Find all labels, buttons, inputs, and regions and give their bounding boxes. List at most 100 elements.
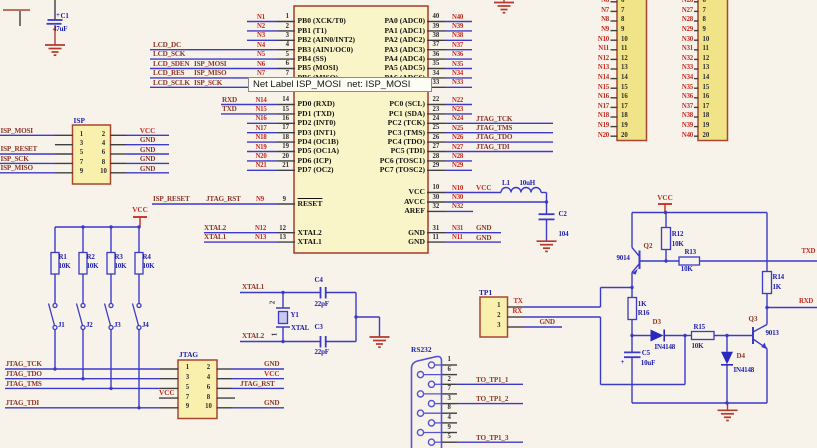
net-label-header-a-N7[interactable]: N7 [601,6,609,14]
net-label-header-a-N19[interactable]: N19 [597,122,609,129]
net-label-right-N34[interactable]: N34 [452,69,464,77]
net-label-jtag-JTAG_TMS[interactable]: JTAG_TMS [5,379,42,388]
crystal-y1[interactable] [276,307,290,328]
net-label-right-N23[interactable]: N23 [452,105,464,113]
value-C3[interactable]: 22pF [314,348,330,357]
net-label-isp-ISP_MOSI[interactable]: ISP_MOSI [0,126,34,135]
net-label-JTAG_TMS[interactable]: JTAG_TMS [476,124,513,132]
value-R15[interactable]: 10K [691,342,704,351]
net-label-ISP_RESET[interactable]: ISP_RESET [153,195,190,204]
net-label-TO_TP1_1[interactable]: TO_TP1_1 [476,375,509,384]
net-label-RXD[interactable]: RXD [222,95,237,104]
net-label-header-b-N31[interactable]: N31 [681,45,693,53]
transistor-q3[interactable] [752,323,768,350]
designator-R3[interactable]: R3 [114,252,123,261]
designator-R2[interactable]: R2 [86,252,95,261]
net-label-N16[interactable]: N16 [255,115,267,123]
net-label-right-N29[interactable]: N29 [452,162,464,170]
vcc-label-shifter[interactable]: VCC [657,194,673,202]
net-label-header-a-N14[interactable]: N14 [597,74,609,81]
value-D3[interactable]: IN4148 [654,343,676,352]
net-label-N13[interactable]: N13 [254,234,267,242]
net-label-N4[interactable]: N4 [257,41,265,49]
net-label-N12[interactable]: N12 [254,224,267,232]
ground-symbols[interactable] [45,0,738,422]
designator-D4[interactable]: D4 [736,352,746,361]
net-label-header-a-N12[interactable]: N12 [597,54,609,62]
net-label-jtag-JTAG_TDO[interactable]: JTAG_TDO [5,369,42,378]
net-label-right-N39[interactable]: N39 [452,22,464,30]
value-C1[interactable]: 47uF [53,25,68,34]
net-label-header-a-N13[interactable]: N13 [597,64,609,72]
vcc-label-bank[interactable]: VCC [132,206,148,215]
net-label-XTAL2-x[interactable]: XTAL2 [242,332,265,341]
isp-title[interactable]: ISP [73,116,86,125]
net-label-header-a-N16[interactable]: N16 [597,93,609,101]
net-label-header-a-N9[interactable]: N9 [601,26,609,33]
designator-R12[interactable]: R12 [671,230,684,239]
value-C4[interactable]: 22pF [314,299,330,308]
net-label-header-b-N37[interactable]: N37 [681,102,693,110]
net-label-GND-tp1[interactable]: GND [539,317,556,326]
net-label-N3[interactable]: N3 [257,32,265,40]
net-label-LCD_RES[interactable]: LCD_RES [153,69,185,78]
net-label-jtag-JTAG_TDI[interactable]: JTAG_TDI [5,399,40,407]
net-label-header-b-N27[interactable]: N27 [681,6,693,14]
transistor-q2[interactable] [631,247,641,275]
net-label-jtag-right-VCC-1[interactable]: VCC [264,369,280,378]
net-label-header-b-N39[interactable]: N39 [681,122,693,129]
net-label-isp-right-VCC-0[interactable]: VCC [139,127,156,135]
net-label-JTAG_TDI[interactable]: JTAG_TDI [476,142,510,151]
designator-C5[interactable]: C5 [641,349,650,358]
net-label-isp-right-GND-4[interactable]: GND [139,164,156,173]
net-label-N21[interactable]: N21 [255,162,267,170]
net-label-header-b-N28[interactable]: N28 [681,16,693,24]
net-label-header-a-N18[interactable]: N18 [597,112,609,120]
net-label-right-N38[interactable]: N38 [452,32,464,40]
value-R16[interactable]: 1K [637,299,647,308]
net-label-right-N32[interactable]: N32 [452,203,464,211]
resistors[interactable] [50,226,773,341]
net-label-TX[interactable]: TX [513,298,523,306]
component-bodies[interactable] [3,0,729,420]
net-label-header-b-N33[interactable]: N33 [681,64,693,72]
value-R13[interactable]: 10K [680,264,693,273]
net-label-right-N24[interactable]: N24 [452,115,464,123]
designator-C1[interactable]: C1 [60,12,69,21]
net-label-right-N40[interactable]: N40 [452,13,464,21]
value-C2[interactable]: 104 [558,230,569,239]
net-label-header-b-N40[interactable]: N40 [681,131,693,139]
designator-R16[interactable]: R16 [637,309,650,318]
value-C5[interactable]: 10uF [640,358,656,367]
net-label-N15[interactable]: N15 [255,105,267,113]
designator-R14[interactable]: R14 [772,273,785,282]
value-Q2[interactable]: 9014 [616,254,630,263]
net-label-header-b-N29[interactable]: N29 [681,26,693,33]
designator-J1[interactable]: J1 [58,320,65,329]
designator-C3[interactable]: C3 [314,323,323,332]
net-label-JTAG_TDO[interactable]: JTAG_TDO [476,133,513,142]
value-Y1[interactable]: XTAL [291,323,310,332]
net-label-XTAL2[interactable]: XTAL2 [204,224,227,232]
designator-J3[interactable]: J3 [114,320,121,329]
value-R4[interactable]: 10K [142,261,155,270]
net-label-JTAG_TCK[interactable]: JTAG_TCK [476,114,513,123]
net-label-header-a-N6[interactable]: N6 [601,0,609,5]
net-label-right-N22[interactable]: N22 [452,96,464,104]
net-label-header-b-N35[interactable]: N35 [681,83,693,91]
designator-J2[interactable]: J2 [86,320,93,329]
designator-C2[interactable]: C2 [558,210,567,219]
net-label-N6[interactable]: N6 [257,60,265,68]
net-label-N20[interactable]: N20 [255,152,267,160]
designator-R4[interactable]: R4 [142,252,151,261]
net-label-right-N37[interactable]: N37 [452,41,464,49]
net-label-GND-11[interactable]: GND [476,233,492,242]
net-label-header-b-N34[interactable]: N34 [681,74,693,81]
net-label-jtag-right-GND-4[interactable]: GND [264,399,280,407]
designator-C4[interactable]: C4 [314,276,323,284]
net-label-right-N35[interactable]: N35 [452,60,464,68]
net-label-jtag-right-GND-0[interactable]: GND [264,360,280,369]
net-label-jtag-VCC[interactable]: VCC [159,389,175,398]
net-label-jtag-right-JTAG_RST-2[interactable]: JTAG_RST [240,379,275,388]
